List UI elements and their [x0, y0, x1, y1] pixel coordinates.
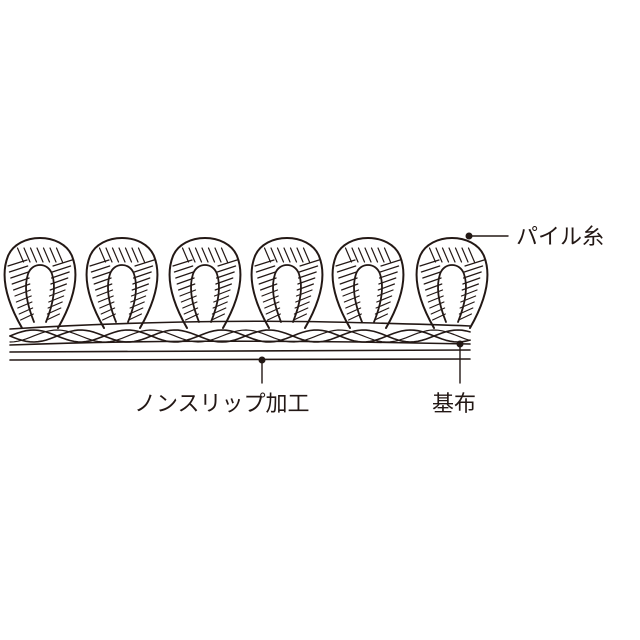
weft-strand	[9, 329, 471, 343]
pile-twist-hatching	[7, 247, 73, 321]
pile-yarn-label: パイル糸	[516, 225, 604, 250]
pile-yarn-callout: パイル糸	[465, 225, 604, 250]
pile-twist-hatching	[89, 247, 155, 321]
base-cloth-label: 基布	[432, 392, 476, 417]
pile-loop	[415, 237, 489, 329]
pile-twist-hatching	[335, 247, 401, 321]
pile-loop	[85, 237, 159, 329]
pile-loop	[250, 237, 324, 329]
pile-loop	[3, 237, 77, 329]
weft-strand	[9, 329, 471, 343]
pile-yarn-loops	[3, 237, 489, 329]
weave-yarn	[9, 329, 471, 343]
base-cloth-callout: 基布	[432, 340, 476, 417]
non-slip-label: ノンスリップ加工	[134, 392, 310, 417]
pile-twist-hatching	[254, 247, 320, 321]
pile-twist-hatching	[172, 247, 238, 321]
pile-twist-hatching	[419, 247, 485, 321]
pile-loop	[168, 237, 242, 329]
pile-loop	[331, 237, 405, 329]
non-slip-callout: ノンスリップ加工	[134, 356, 310, 417]
weft-strand	[9, 329, 471, 343]
